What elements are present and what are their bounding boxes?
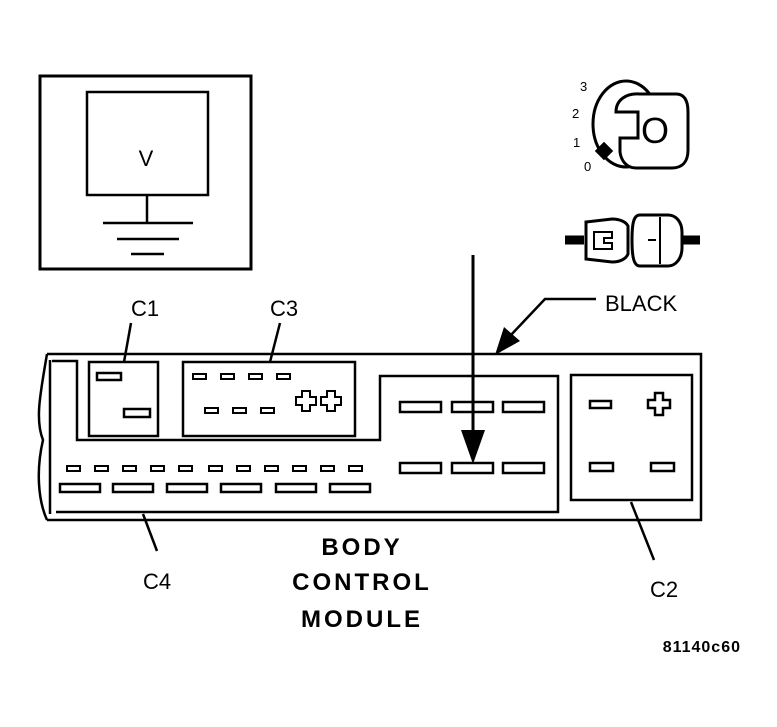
connector-c1 <box>87 360 160 438</box>
ignition-position-2: 2 <box>572 106 579 121</box>
connector-label-c2: C2 <box>650 577 678 602</box>
ignition-position-0: 0 <box>584 159 591 174</box>
connector-c2 <box>569 373 694 502</box>
module-title-line1: BODY <box>321 534 402 561</box>
connector-color-label: BLACK <box>605 291 677 316</box>
ignition-key-symbol: O <box>641 110 669 151</box>
ignition-switch-icon <box>591 79 690 170</box>
module-title-line3: MODULE <box>301 606 423 633</box>
module-title-line2: CONTROL <box>292 569 432 596</box>
black-leader-line <box>509 297 596 337</box>
probe-arrowhead <box>461 430 485 464</box>
connector-label-c3: C3 <box>270 296 298 321</box>
voltmeter-symbol <box>38 74 253 271</box>
connector-c3 <box>181 360 357 438</box>
ignition-position-1: 1 <box>573 135 580 150</box>
connector-c4 <box>58 465 372 494</box>
connector-label-c1: C1 <box>131 296 159 321</box>
black-arrowhead <box>495 327 520 355</box>
disconnected-connector-icon <box>565 213 700 268</box>
connector-label-c4: C4 <box>143 569 171 594</box>
figure-id: 81140c60 <box>663 639 741 656</box>
ignition-position-labels: 3 2 1 0 <box>572 79 591 174</box>
ignition-position-3: 3 <box>580 79 587 94</box>
voltmeter-label: V <box>139 146 154 171</box>
connector-leader-lines <box>122 322 656 561</box>
bcm-housing <box>37 352 703 522</box>
